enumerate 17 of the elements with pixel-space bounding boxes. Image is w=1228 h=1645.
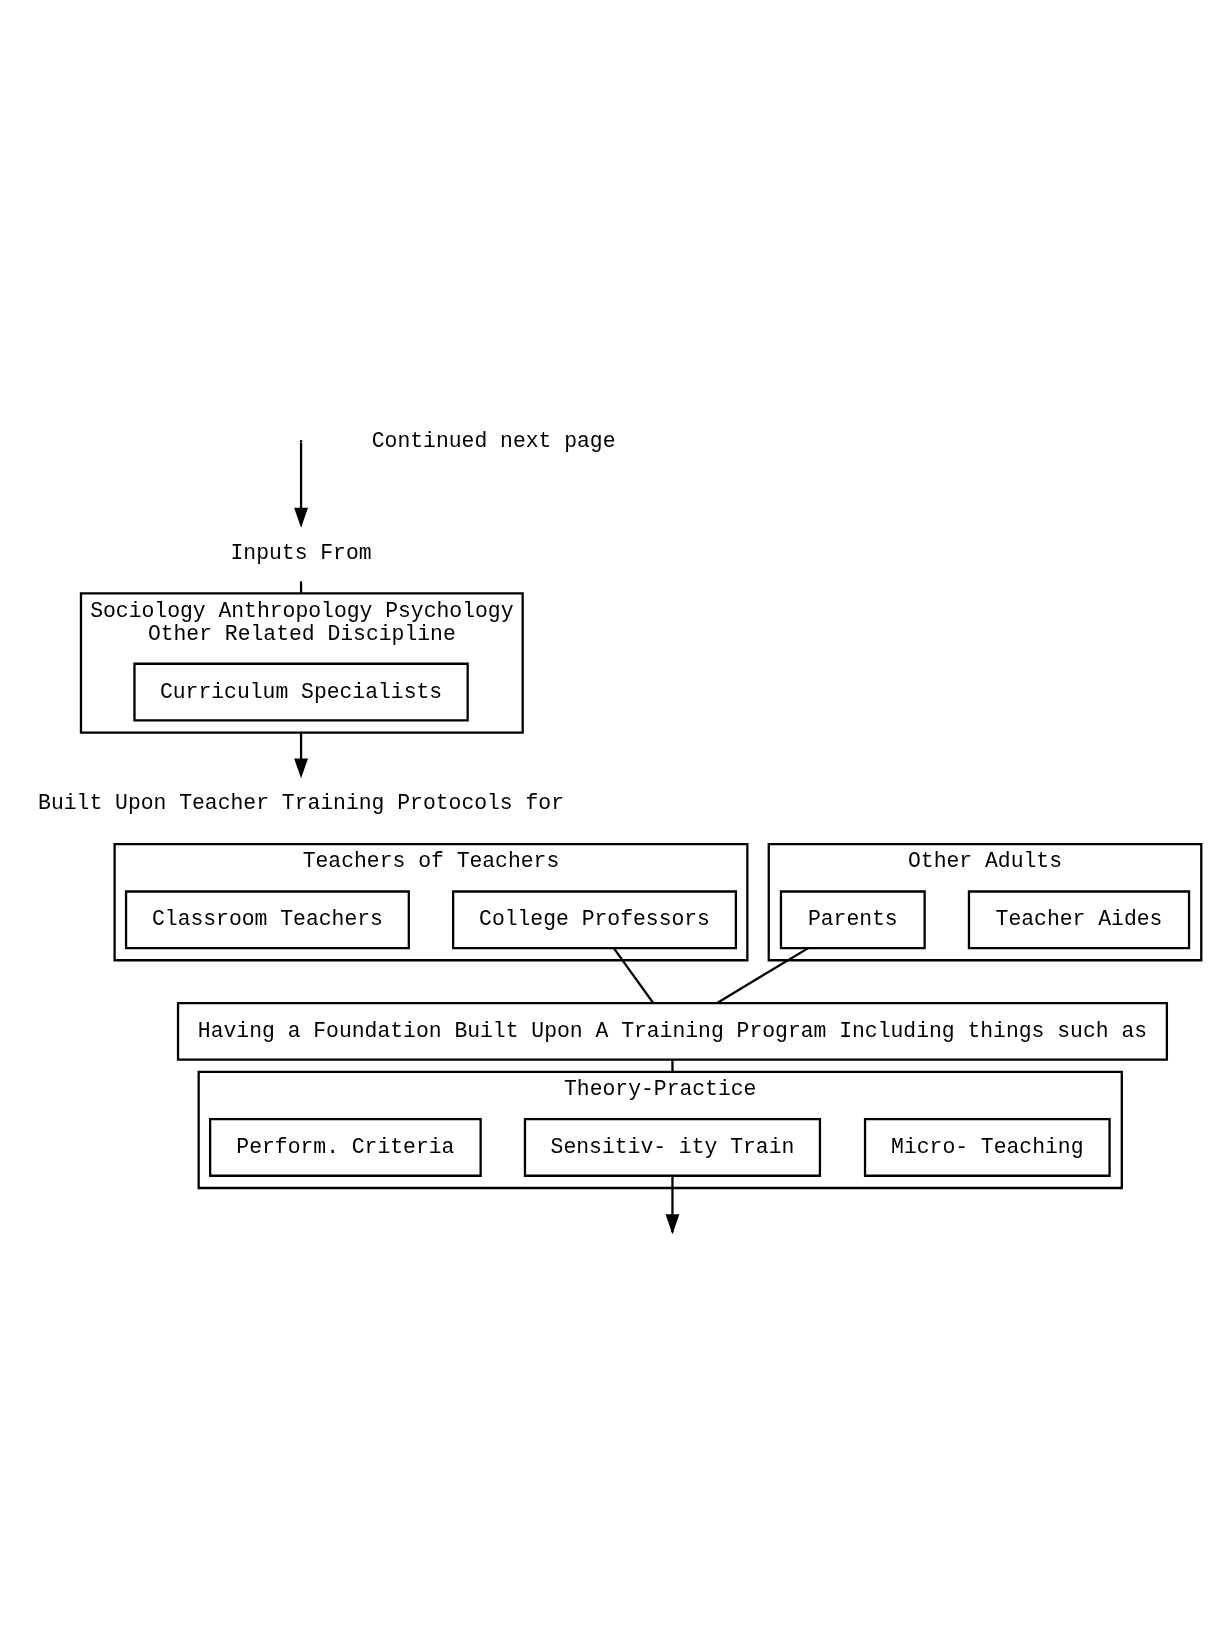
node-box: Sensitiv- ity Train [523, 1118, 822, 1177]
node-box: Micro- Teaching [863, 1118, 1111, 1177]
label: Continued next page [371, 429, 616, 454]
node-text: Inputs From [230, 540, 372, 565]
connector [612, 947, 654, 1004]
node-box: Teacher Aides [967, 890, 1191, 950]
arrow [294, 732, 309, 779]
node-box: Curriculum Specialists [133, 662, 469, 722]
node-box: Parents [779, 890, 926, 950]
connector [671, 1059, 674, 1072]
node-box: Perform. Criteria [209, 1118, 482, 1177]
connector [716, 947, 809, 1004]
node-box: Classroom Teachers [124, 890, 410, 950]
node-box: College Professors [452, 890, 738, 950]
node-box: Having a Foundation Built Upon A Training Program Including things such as [176, 1001, 1169, 1061]
node-text: Built Upon Teacher Training Protocols for [38, 791, 565, 816]
arrow [294, 443, 309, 528]
